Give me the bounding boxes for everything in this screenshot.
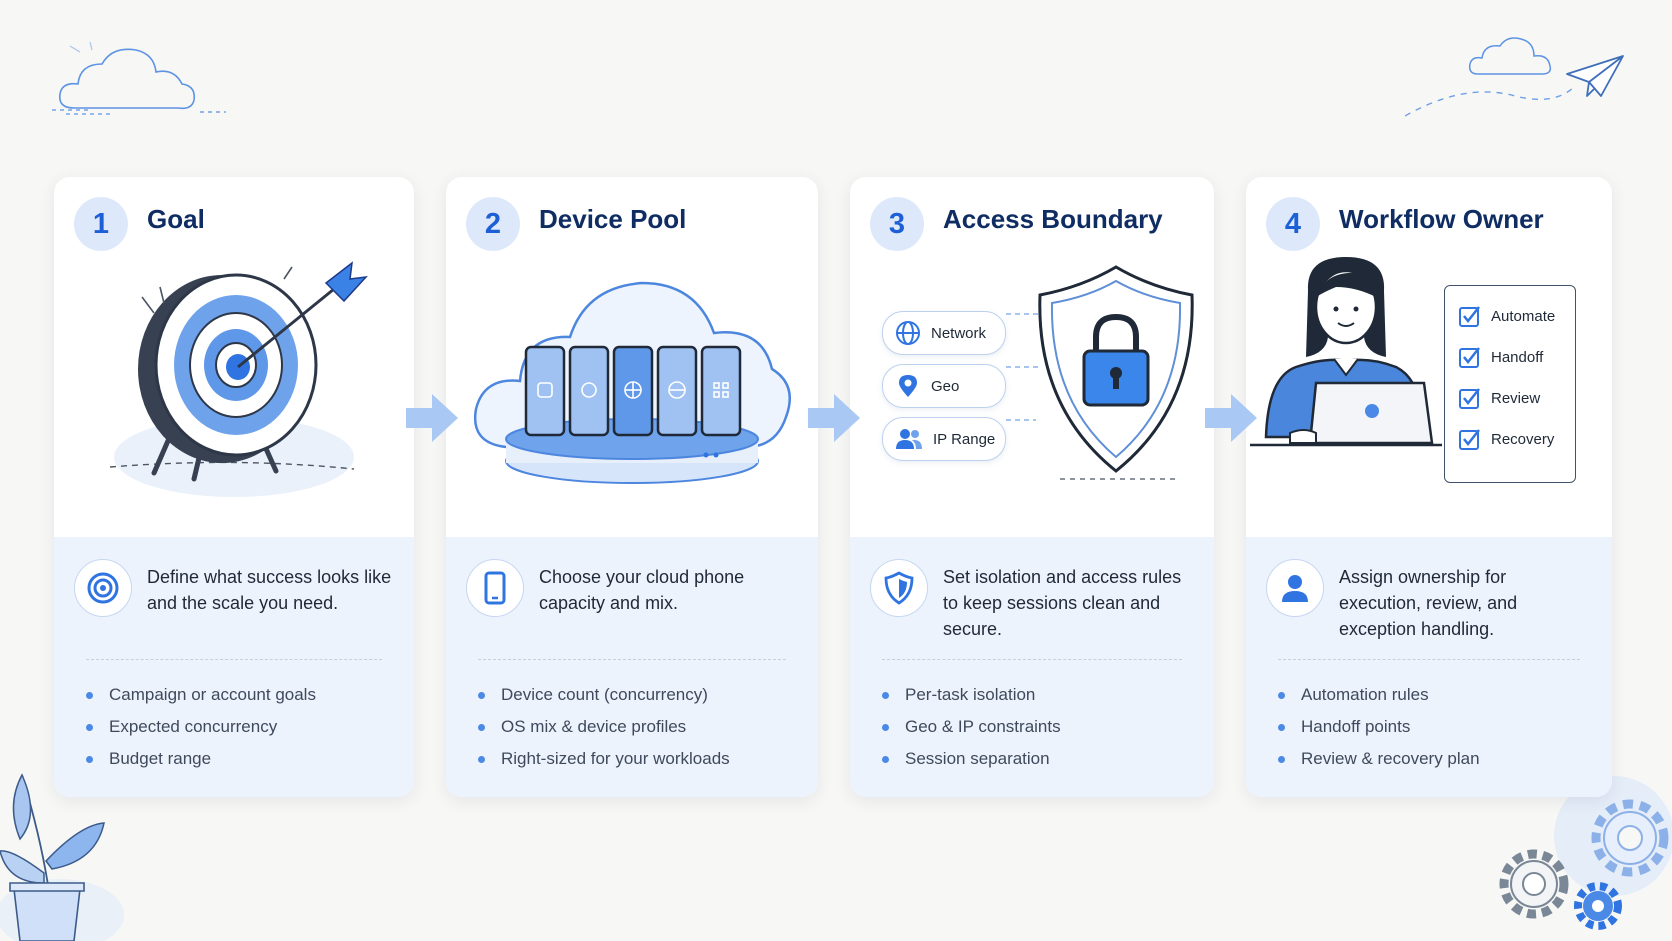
divider [86,659,382,660]
divider [1278,659,1580,660]
card-details: Assign ownership for execution, review, … [1246,537,1612,797]
list-item: Campaign or account goals [86,679,316,711]
target-icon [74,559,132,617]
cloud-phone-pool-icon [473,281,791,484]
card-details: Choose your cloud phone capacity and mix… [446,537,818,797]
list-item: Budget range [86,743,316,775]
step-card-goal: 1 Goal Define what success looks like an… [54,177,414,797]
step-title: Workflow Owner [1339,204,1544,234]
checklist-label: Recovery [1491,430,1555,448]
step-title: Goal [147,204,205,234]
list-item: Right-sized for your workloads [478,743,730,775]
step-title: Device Pool [539,204,687,234]
step-description: Set isolation and access rules to keep s… [943,567,1182,639]
plant-icon [0,773,124,941]
pill-label: Geo [931,377,960,395]
step-number-badge: 2 [466,197,520,251]
list-item: Review & recovery plan [1278,743,1480,775]
checklist-label: Automate [1491,307,1556,325]
archery-target-icon [109,261,368,497]
arrow-right-icon [808,394,860,442]
checklist-item: Review [1459,386,1540,410]
step-card-device-pool: 2 Device Pool Choose your cloud phone ca… [446,177,818,797]
checkbox-checked-icon [1459,429,1480,450]
access-pill-ip-range: IP Range [882,417,1006,461]
step-number-badge: 4 [1266,197,1320,251]
step-bullet-list: Campaign or account goals Expected concu… [86,679,316,775]
person-laptop-icon [1250,257,1442,447]
arrow-right-icon [1205,394,1257,442]
divider [478,659,786,660]
step-description: Assign ownership for execution, review, … [1339,567,1518,639]
smartphone-icon [466,559,524,617]
arrow-right-icon [406,394,458,442]
cloud-doodle-icon [52,41,226,115]
list-item: Expected concurrency [86,711,316,743]
card-details: Set isolation and access rules to keep s… [850,537,1214,797]
step-card-access-boundary: 3 Access Boundary Network Geo IP Range S… [850,177,1214,797]
workflow-checklist: Automate Handoff Review Recovery [1444,285,1576,483]
card-details: Define what success looks like and the s… [54,537,414,797]
step-number-badge: 3 [870,197,924,251]
step-title: Access Boundary [943,204,1163,234]
list-item: Per-task isolation [882,679,1061,711]
checklist-item: Automate [1459,304,1555,328]
step-bullet-list: Per-task isolation Geo & IP constraints … [882,679,1061,775]
list-item: OS mix & device profiles [478,711,730,743]
paper-plane-icon [1405,55,1624,117]
step-bullet-list: Automation rules Handoff points Review &… [1278,679,1480,775]
list-item: Session separation [882,743,1061,775]
checkbox-checked-icon [1459,306,1480,327]
divider [882,659,1182,660]
checklist-item: Recovery [1459,427,1554,451]
shield-lock-icon [1006,265,1194,480]
checklist-label: Review [1491,389,1541,407]
shield-icon [870,559,928,617]
users-icon [896,429,922,449]
checkbox-checked-icon [1459,347,1480,368]
step-number-badge: 1 [74,197,128,251]
step-description: Choose your cloud phone capacity and mix… [539,567,745,613]
step-card-workflow-owner: 4 Workflow Owner Automate Handoff Review… [1246,177,1612,797]
access-pill-network: Network [882,311,1006,355]
globe-icon [896,321,920,345]
gears-icon [1499,776,1672,930]
location-pin-icon [899,375,917,397]
list-item: Device count (concurrency) [478,679,730,711]
user-icon [1266,559,1324,617]
pill-label: IP Range [933,430,996,448]
cloud-doodle-icon [1468,37,1552,75]
checkbox-checked-icon [1459,388,1480,409]
pill-label: Network [931,324,987,342]
step-description: Define what success looks like and the s… [147,567,392,613]
list-item: Automation rules [1278,679,1480,711]
access-pill-geo: Geo [882,364,1006,408]
list-item: Geo & IP constraints [882,711,1061,743]
list-item: Handoff points [1278,711,1480,743]
checklist-item: Handoff [1459,345,1543,369]
step-bullet-list: Device count (concurrency) OS mix & devi… [478,679,730,775]
checklist-label: Handoff [1491,348,1544,366]
